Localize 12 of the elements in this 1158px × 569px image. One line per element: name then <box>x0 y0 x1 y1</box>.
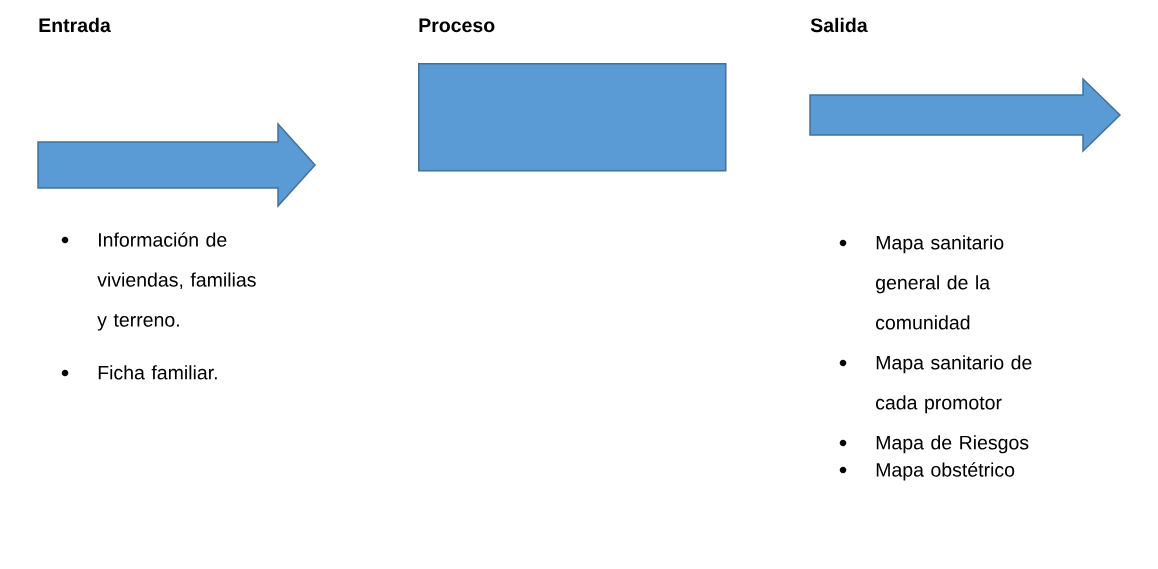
list-item: Ficha familiar. <box>98 365 217 380</box>
process-box <box>418 63 727 172</box>
column-heading: Salida <box>810 17 868 33</box>
list-item: Mapa obstétrico <box>876 462 1015 481</box>
list-item: Mapa sanitario de cada promotor <box>876 355 1032 414</box>
block-arrow <box>809 77 1122 153</box>
block-arrow <box>37 122 317 208</box>
column-heading: Entrada <box>39 17 111 33</box>
column-heading: Proceso <box>419 18 495 33</box>
list-item: Información de viviendas, familias y terreno. <box>97 232 256 331</box>
list-item: Mapa sanitario general de la comunidad <box>876 235 1004 330</box>
list-item: Mapa de Riesgos <box>876 435 1029 454</box>
